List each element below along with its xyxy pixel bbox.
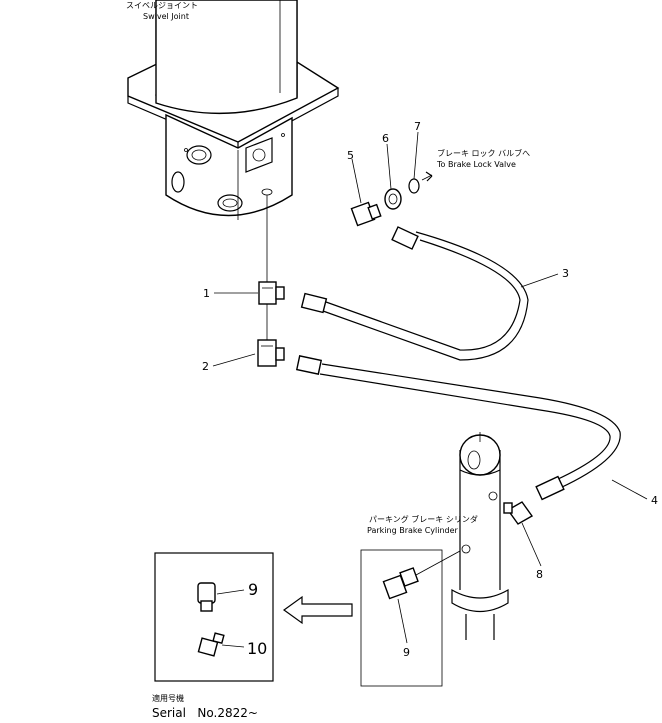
- swivel-joint-label-jp: スイベルジョイント: [126, 1, 198, 10]
- parking-brake-cylinder: [451, 432, 509, 640]
- o-ring-part-7: [408, 178, 420, 194]
- serial-label-jp: 適用号機: [152, 693, 184, 703]
- callout-9-main: 9: [403, 646, 410, 659]
- callout-9-inset: 9: [248, 580, 258, 599]
- elbow-part-1: [258, 281, 285, 305]
- callout-10-inset: 10: [247, 639, 267, 658]
- callout-7: 7: [414, 120, 421, 133]
- swivel-joint-label-en: Swivel Joint: [143, 12, 189, 21]
- callout-1: 1: [203, 287, 210, 300]
- brake-lock-label-jp: ブレーキ ロック バルブへ: [437, 148, 530, 158]
- callout-5: 5: [347, 149, 354, 162]
- swivel-joint: [127, 0, 340, 220]
- arrow-to-brake-lock: [425, 171, 433, 182]
- callout-8: 8: [536, 568, 543, 581]
- hose-part-3: [300, 226, 529, 361]
- serial-label-en: Serial No.2822~: [152, 706, 258, 720]
- elbow-part-8: [503, 501, 534, 525]
- callout-2: 2: [202, 360, 209, 373]
- hose-part-4: [295, 355, 621, 501]
- nut-part-6: [384, 188, 402, 210]
- callout-3: 3: [562, 267, 569, 280]
- callout-6: 6: [382, 132, 389, 145]
- callout-4: 4: [651, 494, 658, 507]
- elbow-part-2: [257, 339, 285, 367]
- brake-lock-label-en: To Brake Lock Valve: [436, 160, 516, 169]
- parking-brake-label-jp: パーキング ブレーキ シリンダ: [369, 514, 478, 524]
- fitting-part-10-inset: [197, 632, 225, 657]
- inset-box: [154, 552, 274, 682]
- parking-brake-label-en: Parking Brake Cylinder: [367, 526, 459, 535]
- fitting-part-9-inset: [197, 582, 216, 612]
- fitting-part-5: [350, 201, 382, 227]
- fitting-part-9-main: [382, 567, 419, 600]
- detail-frame-cylinder: [360, 549, 443, 687]
- arrow-to-inset: [282, 595, 353, 625]
